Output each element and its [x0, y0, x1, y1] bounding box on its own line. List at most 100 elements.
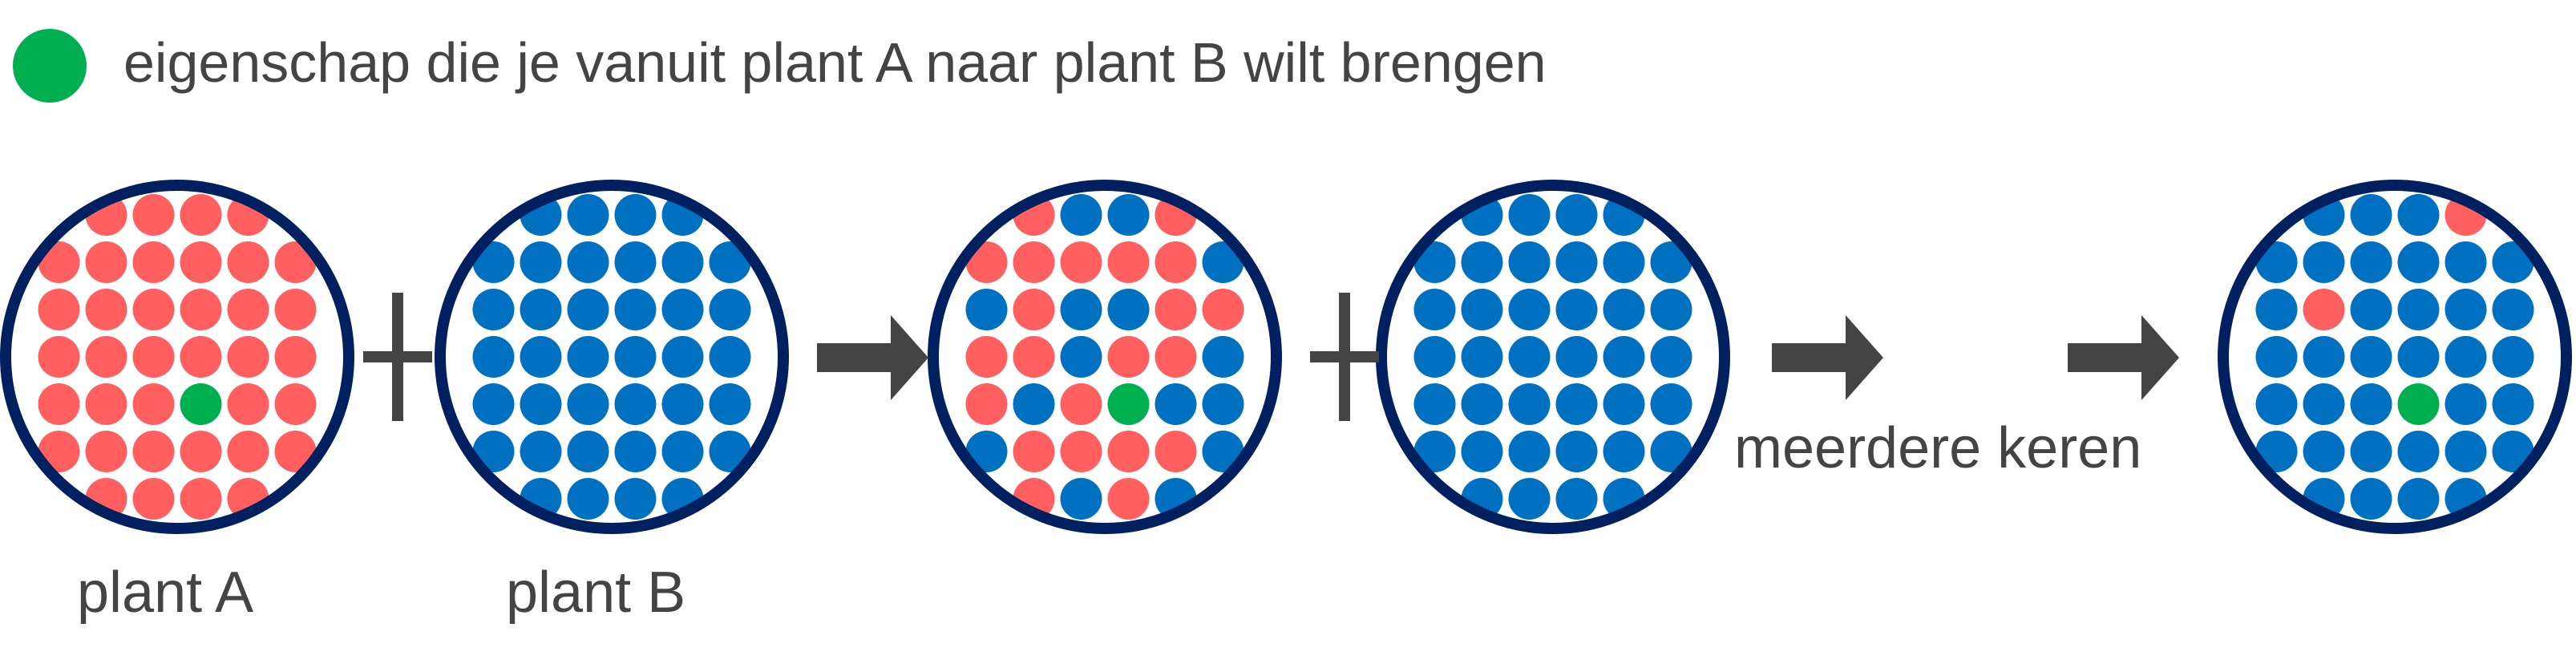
plant-b-dot — [2350, 336, 2392, 378]
plant-b-dot — [2397, 194, 2440, 236]
plant-b-dot — [2303, 383, 2345, 425]
plant-b-dot — [567, 431, 609, 472]
plant-a-dot — [132, 431, 175, 472]
plant-b-dot — [2303, 241, 2345, 283]
plant-b-dot — [2445, 383, 2487, 425]
plant-b-dot — [1060, 194, 1102, 236]
arrow-right-icon — [817, 315, 928, 400]
plant-b-dot — [2255, 336, 2298, 378]
legend-label: eigenschap die je vanuit plant A naar pl… — [123, 31, 1547, 94]
plant-b-dot — [661, 431, 704, 472]
plant-a-dot — [85, 289, 127, 330]
plant-b-dot — [2492, 289, 2534, 330]
repeat-label: meerdere keren — [1734, 416, 2142, 480]
plant-b-dot — [1060, 289, 1102, 330]
plant-b-dot — [1107, 194, 1150, 236]
plant-a-dot — [132, 478, 175, 520]
plant-a-dot — [1107, 478, 1150, 520]
plant-b-dot — [1603, 431, 1645, 472]
plant-a-dot — [132, 336, 175, 378]
plant-b-dot — [1508, 194, 1551, 236]
plant-b-dot — [520, 383, 562, 425]
circle-result — [2218, 180, 2572, 534]
plant-a-dot — [180, 336, 222, 378]
plant-b-dot — [1013, 383, 1055, 425]
plant-b-dot — [472, 383, 515, 425]
plant-b-dot — [2303, 431, 2345, 472]
plant-b-dot — [1508, 241, 1551, 283]
plant-b-dot — [520, 336, 562, 378]
plant-b-dot — [567, 241, 609, 283]
plant-b-dot — [965, 289, 1008, 330]
plant-b-dot — [567, 383, 609, 425]
circle-plant-b — [435, 180, 789, 534]
plant-b-dot — [1508, 383, 1551, 425]
plant-b-dot — [2255, 383, 2298, 425]
plant-a-dot — [1155, 289, 1197, 330]
plant-b-dot — [1603, 383, 1645, 425]
plant-b-dot — [567, 194, 609, 236]
plant-b-dot — [1155, 383, 1197, 425]
plant-a-dot — [132, 383, 175, 425]
plant-a-dot — [38, 383, 80, 425]
plant-a-dot — [1155, 431, 1197, 472]
plant-b-dot — [1461, 336, 1503, 378]
plant-ring — [2218, 180, 2572, 534]
operators — [363, 293, 2179, 421]
plus-icon — [1310, 293, 1379, 421]
plant-a-dot — [227, 241, 269, 283]
plant-a-dot — [180, 478, 222, 520]
plant-b-dot — [1555, 241, 1598, 283]
plant-b-dot — [614, 383, 657, 425]
plant-b-dot — [2350, 431, 2392, 472]
plant-ring — [1376, 180, 1730, 534]
plant-a-dot — [1060, 431, 1102, 472]
plant-b-dot — [661, 383, 704, 425]
plant-a-dot — [85, 383, 127, 425]
plant-a-dot — [1107, 431, 1150, 472]
plant-b-dot — [1555, 289, 1598, 330]
plant-b-dot — [1555, 478, 1598, 520]
plant-b-dot — [1202, 336, 1244, 378]
circle-plant-a — [0, 180, 354, 534]
plant-b-dot — [2445, 289, 2487, 330]
plant-b-dot — [2350, 194, 2392, 236]
plant-b-dot — [2350, 478, 2392, 520]
plant-a-dot — [227, 383, 269, 425]
plant-b-dot — [520, 431, 562, 472]
plant-a-dot — [1107, 241, 1150, 283]
plant-a-dot — [180, 431, 222, 472]
plant-a-dot — [2303, 289, 2345, 330]
plant-a-dot — [85, 336, 127, 378]
circle-plant-b-backcross — [1376, 180, 1730, 534]
legend-marker-icon — [13, 29, 87, 103]
arrow-right-icon — [1772, 315, 1883, 400]
plant-a-dot — [1013, 289, 1055, 330]
plant-a-dot — [1060, 241, 1102, 283]
plant-ring — [0, 180, 354, 534]
arrow-right-icon — [2068, 315, 2179, 400]
plant-b-dot — [614, 431, 657, 472]
plus-icon — [363, 293, 432, 421]
plant-a-dot — [132, 194, 175, 236]
plant-b-dot — [2445, 241, 2487, 283]
plant-b-dot — [1107, 289, 1150, 330]
plant-a-dot — [965, 383, 1008, 425]
plant-b-dot — [1650, 289, 1692, 330]
plant-b-dot — [1461, 431, 1503, 472]
plant-a-dot — [1155, 241, 1197, 283]
plant-b-dot — [1508, 478, 1551, 520]
plant-a-dot — [1060, 383, 1102, 425]
plant-b-dot — [2397, 336, 2440, 378]
plant-a-dot — [274, 336, 317, 378]
plant-a-dot — [227, 336, 269, 378]
plant-b-dot — [709, 336, 751, 378]
plant-a-dot — [180, 194, 222, 236]
plant-b-dot — [520, 289, 562, 330]
plant-b-dot — [1202, 383, 1244, 425]
plant-a-dot — [132, 289, 175, 330]
plant-b-dot — [567, 478, 609, 520]
trait-dot — [180, 383, 222, 425]
plant-a-dot — [227, 431, 269, 472]
plant-b-dot — [520, 241, 562, 283]
